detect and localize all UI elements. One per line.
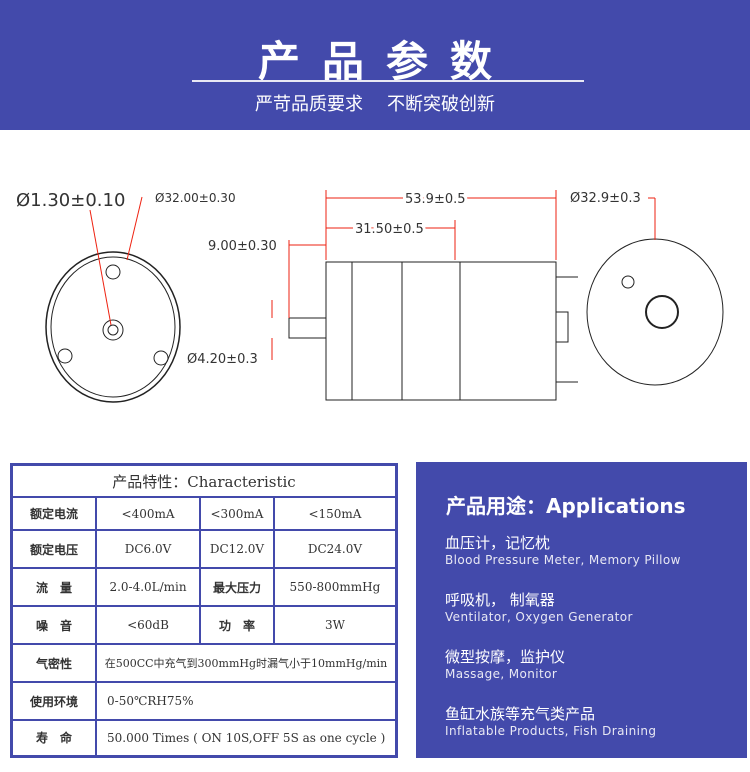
item-en: Massage, Monitor — [445, 667, 558, 681]
dim-rear-dia: Ø32.9±0.3 — [570, 191, 641, 206]
cell: <150mA — [272, 496, 398, 531]
cell: DC6.0V — [94, 529, 202, 569]
applications-title: 产品用途：Applications — [446, 494, 686, 518]
side-view — [288, 261, 578, 401]
row-label: 流 量 — [10, 567, 97, 607]
row-label: 额定电流 — [10, 496, 97, 531]
item-en: Blood Pressure Meter, Memory Pillow — [445, 553, 681, 567]
rear-view — [586, 238, 724, 386]
item-en: Ventilator, Oxygen Generator — [445, 610, 633, 624]
row-label: 使用环境 — [10, 681, 97, 721]
cell: 功 率 — [199, 605, 275, 645]
dim-shaft-hole: Ø1.30±0.10 — [16, 190, 125, 211]
cell: 0-50℃RH75% — [95, 681, 398, 721]
cell: <400mA — [94, 496, 202, 531]
header-banner: 产品参数 严苛品质要求 不断突破创新 — [0, 0, 750, 130]
cell: 550-800mmHg — [272, 567, 398, 607]
cell: 3W — [272, 605, 398, 645]
cell: DC12.0V — [199, 529, 275, 569]
dim-length-body: 31.50±0.5 — [355, 222, 424, 237]
slogan-1: 严苛品质要求 — [255, 94, 363, 115]
cell: 50.000 Times ( ON 10S,OFF 5S as one cycl… — [95, 719, 398, 757]
row-label: 额定电压 — [10, 529, 97, 569]
cell: <60dB — [94, 605, 202, 645]
table-row: 额定电流<400mA<300mA<150mA — [10, 496, 398, 531]
item-cn: 呼吸机， 制氧器 — [445, 591, 555, 609]
dim-length-total: 53.9±0.5 — [405, 192, 466, 207]
row-label: 寿 命 — [10, 719, 97, 757]
slogan-2: 不断突破创新 — [387, 94, 495, 115]
characteristic-table: 产品特性：Characteristic 额定电流<400mA<300mA<150… — [10, 463, 398, 758]
dimension-drawing: Ø1.30±0.10 Ø32.00±0.30 53.9±0.5 31.50±0.… — [16, 189, 724, 403]
cell: 最大压力 — [199, 567, 275, 607]
item-cn: 微型按摩，监护仪 — [445, 648, 566, 666]
dim-shaft-dia: Ø4.20±0.3 — [187, 352, 258, 367]
front-view — [45, 251, 181, 403]
dim-front-dia: Ø32.00±0.30 — [155, 191, 236, 205]
row-label: 噪 音 — [10, 605, 97, 645]
item-cn: 血压计，记忆枕 — [445, 534, 551, 552]
cell: 在500CC中充气到300mmHg时漏气小于10mmHg/min — [95, 643, 398, 683]
dimension-lines — [89, 190, 656, 360]
item-en: Inflatable Products, Fish Draining — [445, 724, 657, 738]
item-cn: 鱼缸水族等充气类产品 — [445, 705, 596, 723]
slogan: 严苛品质要求 不断突破创新 — [0, 90, 750, 116]
cell: DC24.0V — [272, 529, 398, 569]
cell: <300mA — [199, 496, 275, 531]
table-title: 产品特性：Characteristic — [10, 463, 398, 498]
row-label: 气密性 — [10, 643, 97, 683]
table-row: 气密性在500CC中充气到300mmHg时漏气小于10mmHg/min — [10, 643, 398, 683]
divider — [192, 80, 584, 82]
dim-shaft-len: 9.00±0.30 — [208, 239, 277, 254]
cell: 2.0-4.0L/min — [94, 567, 202, 607]
page-title: 产品参数 — [257, 37, 514, 86]
